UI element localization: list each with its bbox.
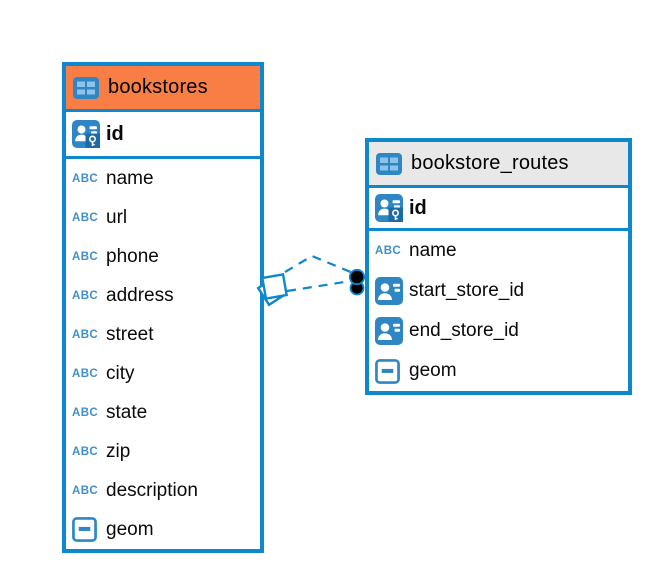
- relationship-endpoint-diamond: [260, 272, 289, 301]
- column-row-start-store-id[interactable]: start_store_id: [369, 271, 628, 311]
- relationship-endpoint-dot: [349, 280, 365, 296]
- geometry-type-icon: [72, 517, 106, 542]
- primary-key-icon: [375, 194, 409, 222]
- table-icon: [376, 153, 402, 175]
- column-name: state: [106, 401, 148, 423]
- column-name: geom: [409, 360, 457, 381]
- table-title: bookstore_routes: [411, 152, 569, 174]
- column-name: city: [106, 362, 135, 384]
- column-name: id: [409, 196, 427, 219]
- column-row-address[interactable]: ABC address: [66, 276, 260, 315]
- column-row-description[interactable]: ABC description: [66, 471, 260, 510]
- relationship-connector[interactable]: [256, 254, 366, 307]
- column-name: start_store_id: [409, 280, 525, 301]
- column-name: zip: [106, 440, 131, 462]
- text-type-icon: ABC: [72, 211, 99, 224]
- relationship-endpoint-dot: [348, 268, 366, 286]
- column-row-city[interactable]: ABC city: [66, 354, 260, 393]
- table-bookstore-routes[interactable]: bookstore_routes id ABC name start_store…: [365, 138, 632, 395]
- relationship-line-lower: [286, 279, 352, 293]
- relationship-line-upper: [284, 254, 354, 275]
- column-name: end_store_id: [409, 320, 519, 341]
- text-type-icon: ABC: [375, 245, 402, 257]
- column-row-street[interactable]: ABC street: [66, 315, 260, 354]
- column-row-end-store-id[interactable]: end_store_id: [369, 311, 628, 351]
- column-name: url: [106, 206, 128, 228]
- reference-type-icon: [375, 277, 409, 305]
- column-row-zip[interactable]: ABC zip: [66, 432, 260, 471]
- column-row-id[interactable]: id: [369, 188, 628, 231]
- column-name: phone: [106, 245, 159, 267]
- reference-type-icon: [375, 317, 409, 345]
- column-row-state[interactable]: ABC state: [66, 393, 260, 432]
- column-name: name: [409, 240, 457, 261]
- column-row-name[interactable]: ABC name: [369, 231, 628, 271]
- column-name: street: [106, 323, 154, 345]
- text-type-icon: ABC: [72, 172, 99, 185]
- column-name: name: [106, 167, 154, 189]
- column-row-id[interactable]: id: [66, 112, 260, 159]
- column-row-url[interactable]: ABC url: [66, 198, 260, 237]
- text-type-icon: ABC: [72, 484, 99, 497]
- table-bookstore-routes-header[interactable]: bookstore_routes: [369, 142, 628, 188]
- column-row-phone[interactable]: ABC phone: [66, 237, 260, 276]
- table-bookstores[interactable]: bookstores id ABC name ABC url ABC phone…: [62, 62, 264, 553]
- column-name: id: [106, 122, 124, 145]
- column-name: geom: [106, 518, 154, 540]
- text-type-icon: ABC: [72, 250, 99, 263]
- table-icon: [73, 77, 99, 99]
- primary-key-icon: [72, 120, 106, 148]
- table-bookstores-header[interactable]: bookstores: [66, 66, 260, 112]
- text-type-icon: ABC: [72, 289, 99, 302]
- column-row-name[interactable]: ABC name: [66, 159, 260, 198]
- text-type-icon: ABC: [72, 445, 99, 458]
- column-row-geom[interactable]: geom: [66, 510, 260, 549]
- geometry-type-icon: [375, 359, 409, 384]
- column-row-geom[interactable]: geom: [369, 351, 628, 391]
- text-type-icon: ABC: [72, 367, 99, 380]
- text-type-icon: ABC: [72, 406, 99, 419]
- column-name: address: [106, 284, 174, 306]
- column-name: description: [106, 479, 198, 501]
- text-type-icon: ABC: [72, 328, 99, 341]
- table-title: bookstores: [108, 76, 208, 98]
